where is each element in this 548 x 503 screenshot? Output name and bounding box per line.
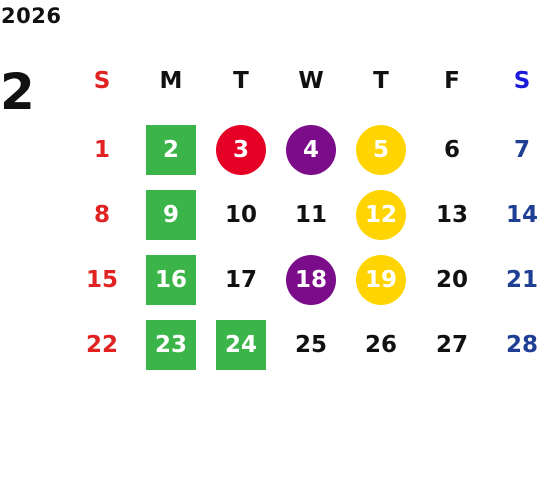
day-cell-green-square[interactable]: 2: [146, 125, 196, 175]
day-cell[interactable]: 7: [513, 137, 530, 163]
month-number: 2: [0, 63, 35, 121]
day-cell-yellow-circle[interactable]: 5: [356, 125, 406, 175]
day-cell-green-square[interactable]: 24: [216, 320, 266, 370]
weekday-header: T: [233, 68, 249, 94]
day-cell-yellow-circle[interactable]: 19: [356, 255, 406, 305]
day-cell[interactable]: 22: [85, 332, 118, 358]
weekday-header: W: [298, 68, 324, 94]
day-cell[interactable]: 25: [294, 332, 327, 358]
weekday-header: S: [513, 68, 531, 94]
weekday-header: T: [373, 68, 389, 94]
day-cell-red-circle[interactable]: 3: [216, 125, 266, 175]
weekday-header: S: [93, 68, 111, 94]
day-cell[interactable]: 20: [435, 267, 468, 293]
day-cell[interactable]: 14: [505, 202, 538, 228]
day-cell-green-square[interactable]: 23: [146, 320, 196, 370]
day-cell[interactable]: 1: [93, 137, 110, 163]
day-cell[interactable]: 11: [294, 202, 327, 228]
day-cell[interactable]: 26: [364, 332, 397, 358]
day-cell[interactable]: 17: [224, 267, 257, 293]
day-cell-purple-circle[interactable]: 18: [286, 255, 336, 305]
day-cell-yellow-circle[interactable]: 12: [356, 190, 406, 240]
day-cell[interactable]: 15: [85, 267, 118, 293]
day-cell-green-square[interactable]: 9: [146, 190, 196, 240]
day-cell[interactable]: 27: [435, 332, 468, 358]
day-cell-green-square[interactable]: 16: [146, 255, 196, 305]
weekday-header: F: [444, 68, 460, 94]
year-label: 2026: [1, 4, 62, 28]
day-cell[interactable]: 10: [224, 202, 257, 228]
day-cell[interactable]: 8: [93, 202, 110, 228]
day-cell[interactable]: 6: [443, 137, 460, 163]
day-cell[interactable]: 28: [505, 332, 538, 358]
day-cell[interactable]: 13: [435, 202, 468, 228]
weekday-header: M: [159, 68, 183, 94]
day-cell-purple-circle[interactable]: 4: [286, 125, 336, 175]
day-cell[interactable]: 21: [505, 267, 538, 293]
